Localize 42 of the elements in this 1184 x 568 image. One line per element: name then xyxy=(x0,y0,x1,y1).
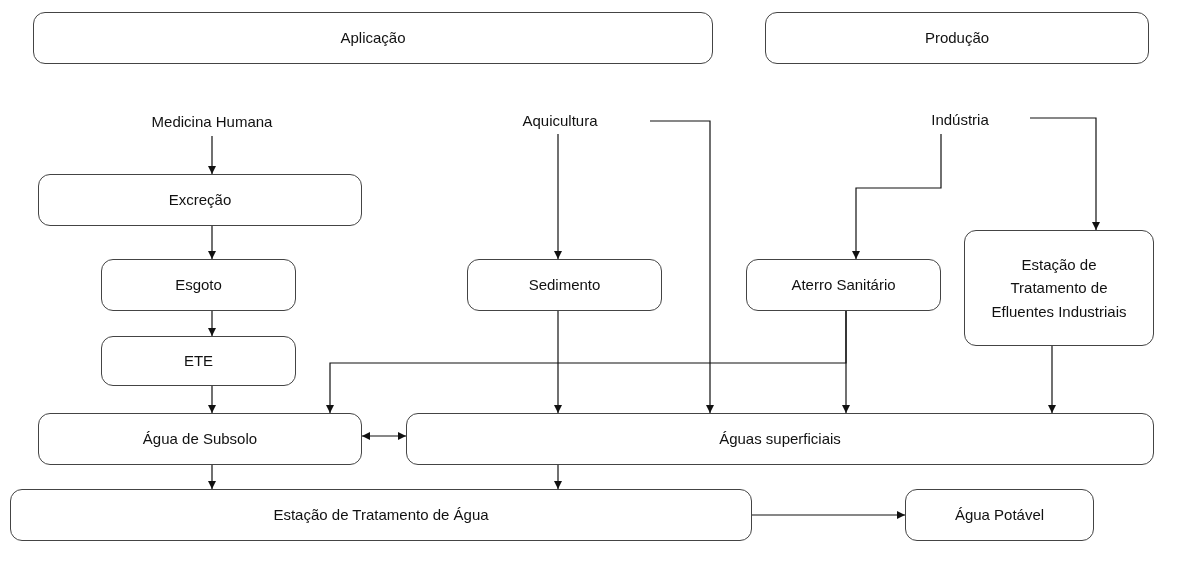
node-text: Água Potável xyxy=(954,505,1045,526)
arrow xyxy=(554,310,562,414)
arrow xyxy=(208,135,216,175)
arrow xyxy=(1029,117,1100,231)
process-box xyxy=(746,259,941,311)
process-box xyxy=(101,259,296,311)
node-text: Água de Subsolo xyxy=(142,429,258,450)
node-text: Aterro Sanitário xyxy=(791,275,896,296)
arrow xyxy=(1048,345,1056,414)
process-box xyxy=(38,413,362,465)
node-text: Excreção xyxy=(168,190,232,211)
arrow xyxy=(326,310,847,414)
process-box xyxy=(964,230,1154,346)
arrow xyxy=(852,133,942,260)
arrow xyxy=(751,511,906,519)
node-text: Aplicação xyxy=(340,28,406,49)
process-box xyxy=(406,413,1154,465)
process-box xyxy=(10,489,752,541)
arrow xyxy=(554,133,562,260)
node-text: Sedimento xyxy=(528,275,601,296)
node-text: Indústria xyxy=(931,109,989,130)
arrow xyxy=(649,120,714,414)
node-text: Medicina Humana xyxy=(151,111,273,132)
node-text: Esgoto xyxy=(175,275,222,296)
node-text: Produção xyxy=(924,28,990,49)
process-box xyxy=(38,174,362,226)
arrow xyxy=(208,310,216,337)
arrow xyxy=(208,464,216,490)
arrow xyxy=(208,225,216,260)
arrow xyxy=(554,464,562,490)
node-text: Estação de Tratamento de Água xyxy=(273,505,489,526)
process-box xyxy=(905,489,1094,541)
node-text: ETE xyxy=(183,351,214,372)
arrow xyxy=(361,432,407,440)
node-text: Águas superficiais xyxy=(719,429,841,450)
process-box xyxy=(33,12,713,64)
process-box xyxy=(467,259,662,311)
node-text: Aquicultura xyxy=(522,110,598,131)
process-box xyxy=(765,12,1149,64)
node-text: Estação de Tratamento de Efluentes Industriais xyxy=(990,255,1128,322)
process-box xyxy=(101,336,296,386)
arrow xyxy=(208,385,216,414)
